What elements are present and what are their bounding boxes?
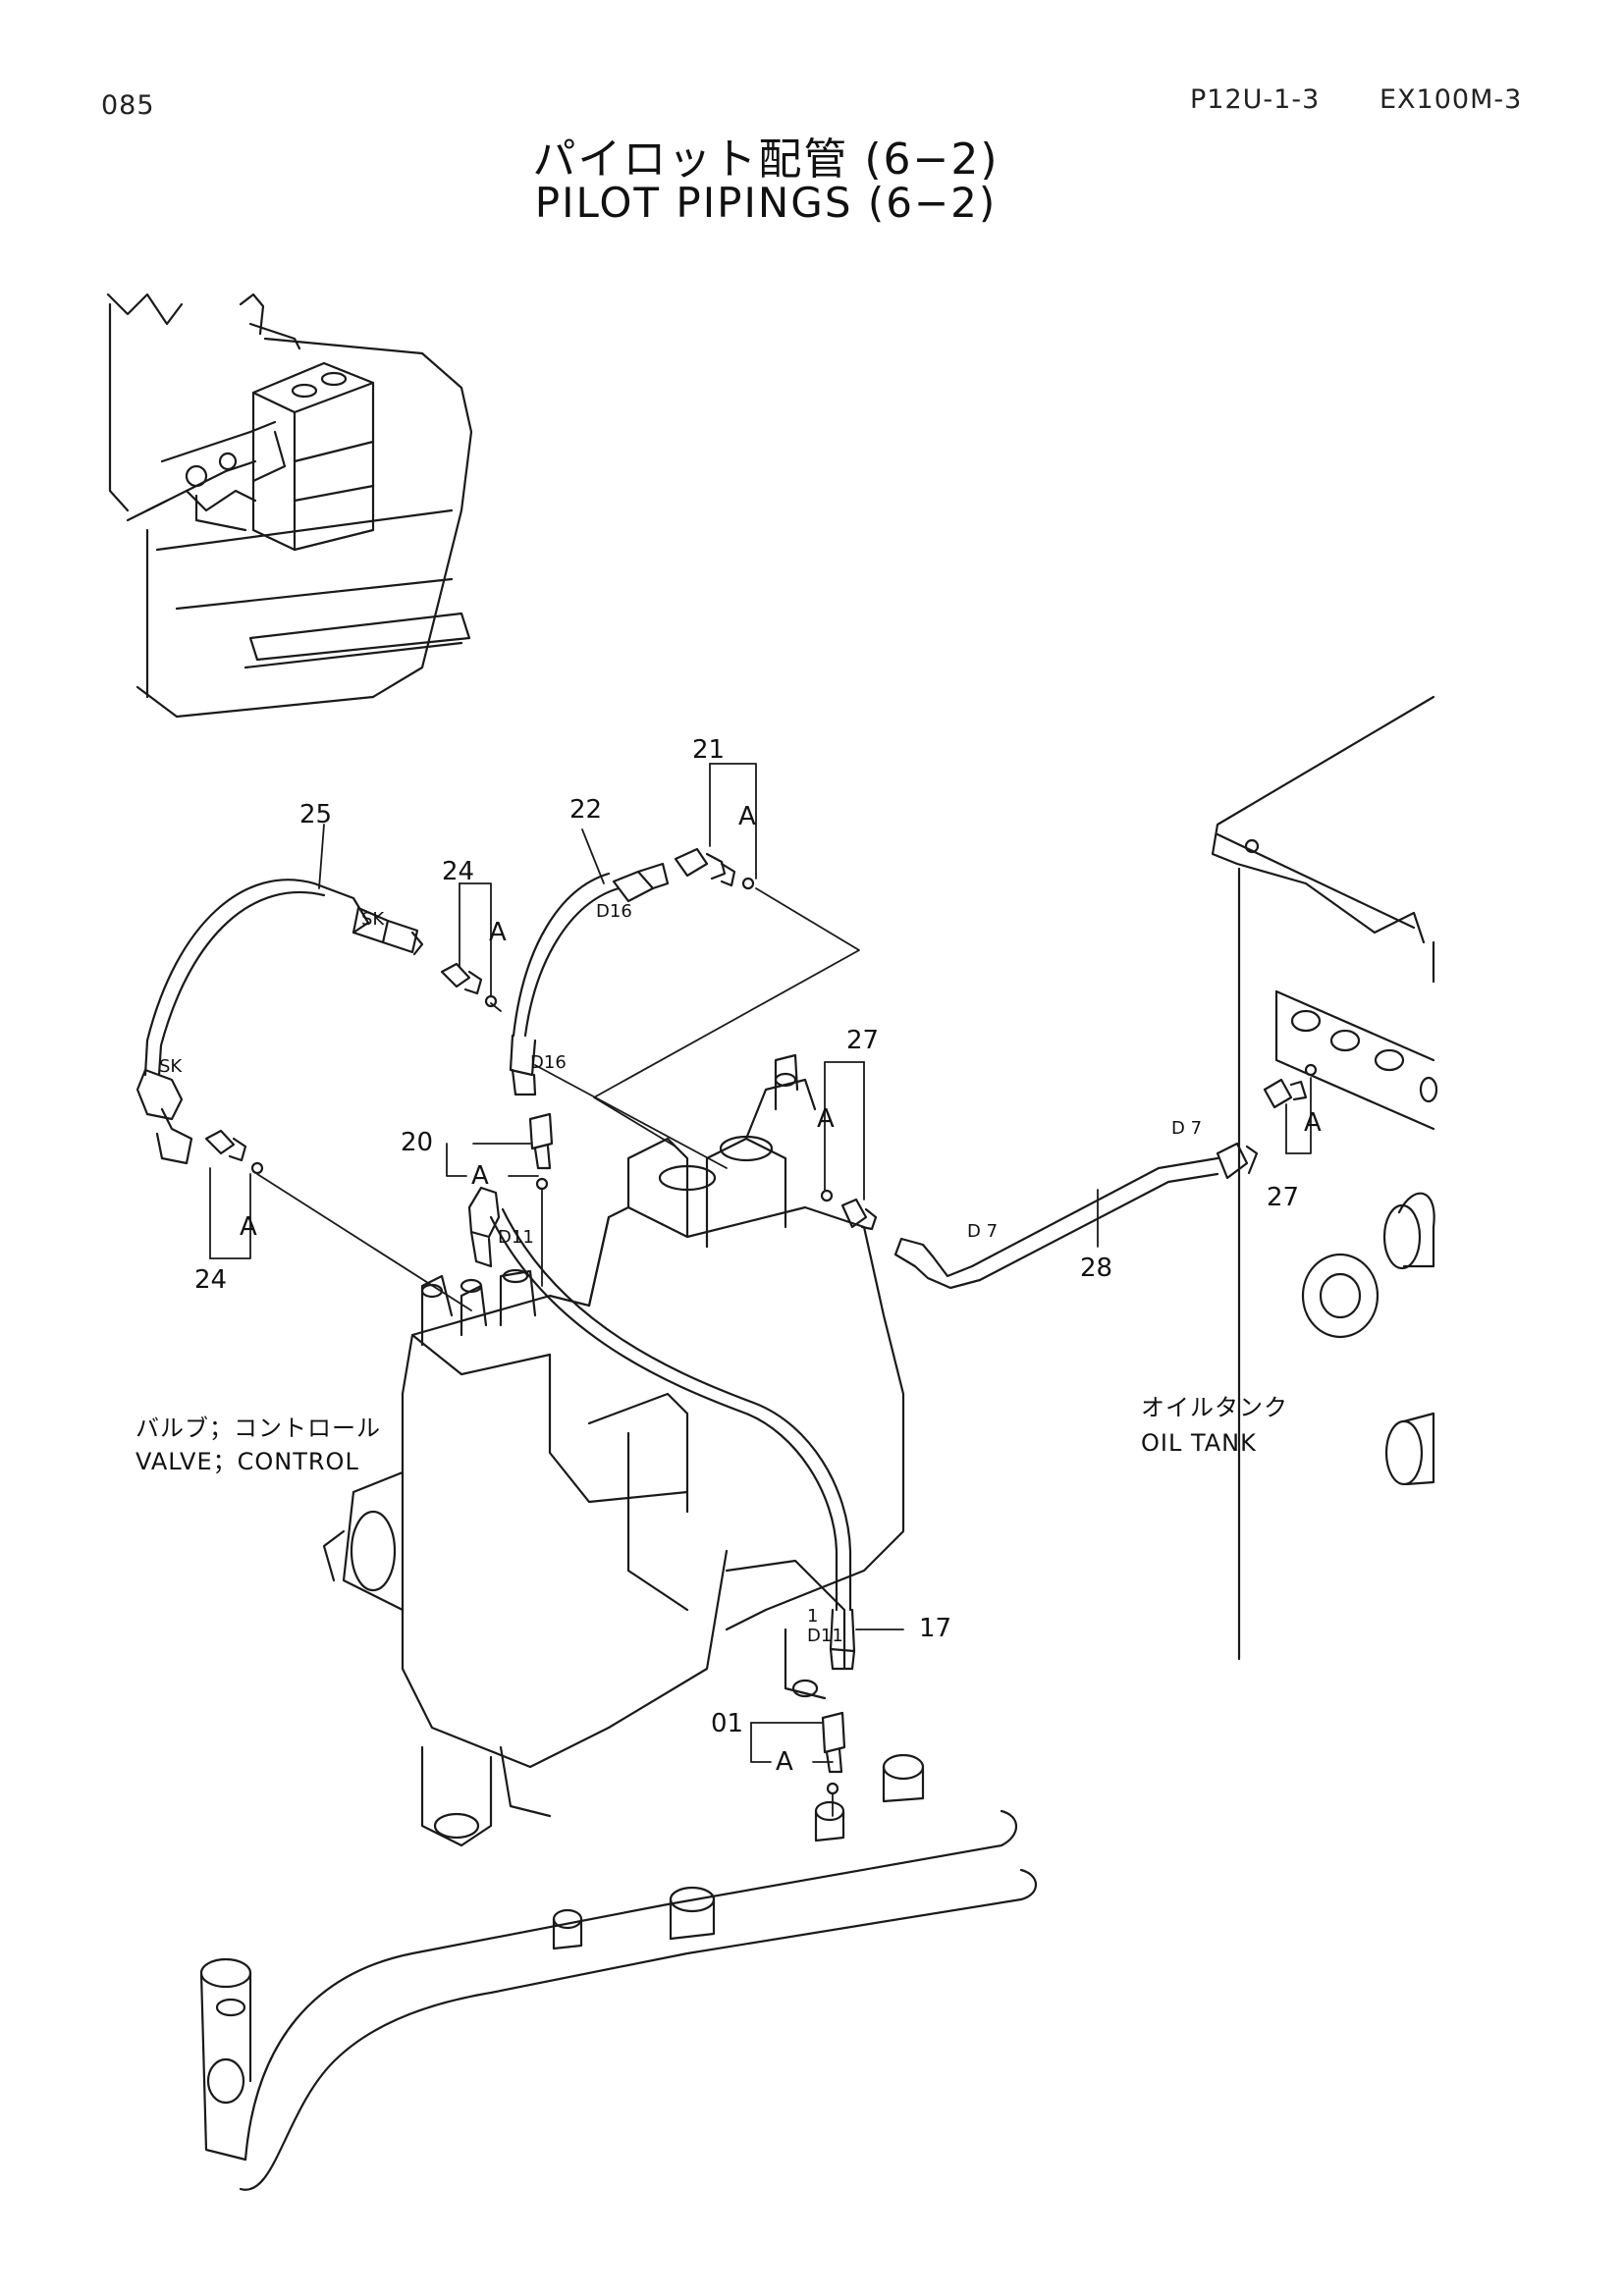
fitting-27-top	[820, 1189, 878, 1231]
code-d16-bottom: D16	[530, 1052, 567, 1073]
code-mark-1: 1	[807, 1606, 818, 1627]
machine-overview-inset	[106, 293, 473, 719]
code-d16-top: D16	[596, 901, 632, 922]
page-number: 085	[101, 90, 155, 121]
valve-name-japanese: バルブ；コントロール	[135, 1415, 381, 1442]
code-sk-left: SK	[159, 1056, 183, 1077]
callout-22: 22	[569, 795, 602, 825]
component-names: バルブ；コントロール VALVE；CONTROL オイルタンク OIL TANK	[135, 1394, 1288, 1475]
code-sk-top: SK	[361, 909, 385, 930]
mark-a-21: A	[738, 802, 756, 831]
title-japanese: パイロット配管 (6−2)	[532, 134, 1000, 185]
fitting-24-bottom	[204, 1129, 264, 1175]
fitting-01	[821, 1711, 846, 1795]
callout-20: 20	[401, 1128, 433, 1157]
mark-a-27-right: A	[1304, 1108, 1322, 1138]
leader-lines	[209, 763, 1312, 1817]
mark-a-27-top: A	[817, 1104, 835, 1134]
code-d11-top: D11	[498, 1227, 534, 1248]
valve-name-english: VALVE；CONTROL	[135, 1448, 359, 1475]
mark-a-01: A	[776, 1747, 793, 1777]
subassembly-marks: A A A A A A A	[240, 802, 1322, 1777]
tank-name-english: OIL TANK	[1141, 1429, 1257, 1457]
callout-25: 25	[299, 800, 332, 829]
callout-24-bottom: 24	[194, 1265, 227, 1295]
callout-27-right: 27	[1267, 1183, 1299, 1212]
mark-a-24-top: A	[489, 918, 507, 947]
mark-a-20: A	[471, 1161, 489, 1191]
fitting-27-right	[1263, 1063, 1318, 1109]
hose-d11	[467, 1186, 856, 1671]
callout-21: 21	[692, 735, 725, 765]
callout-01: 01	[711, 1709, 743, 1738]
title-english: PILOT PIPINGS (6−2)	[534, 179, 998, 227]
fitting-21	[674, 847, 755, 890]
code-d11-bottom: D11	[807, 1626, 843, 1646]
callout-24-top: 24	[442, 857, 474, 886]
callout-27-top: 27	[846, 1026, 879, 1055]
callout-28: 28	[1080, 1254, 1112, 1283]
hose-25	[135, 879, 424, 1165]
mark-a-24-bottom: A	[240, 1212, 257, 1242]
fitting-24-top	[440, 962, 498, 1008]
code-d7-left: D 7	[967, 1221, 998, 1242]
callout-17: 17	[919, 1614, 951, 1643]
fitting-20	[528, 1112, 554, 1191]
bottom-pipe-assembly	[199, 1753, 1038, 2191]
hose-28	[893, 1142, 1259, 1290]
control-valve-outline	[322, 1053, 905, 1847]
oil-tank-outline	[1211, 695, 1438, 1661]
callout-labels: 25 24 22 21 20 24 27 27 28 17 01	[194, 735, 1299, 1738]
hose-22	[509, 862, 670, 1096]
part-code: P12U-1-3	[1190, 84, 1321, 115]
model-code: EX100M-3	[1380, 84, 1523, 115]
tank-name-japanese: オイルタンク	[1141, 1394, 1288, 1421]
code-d7-right: D 7	[1171, 1118, 1202, 1139]
hose-codes: SK SK D16 D16 D11 D11 D 7 D 7 1	[159, 901, 1202, 1646]
